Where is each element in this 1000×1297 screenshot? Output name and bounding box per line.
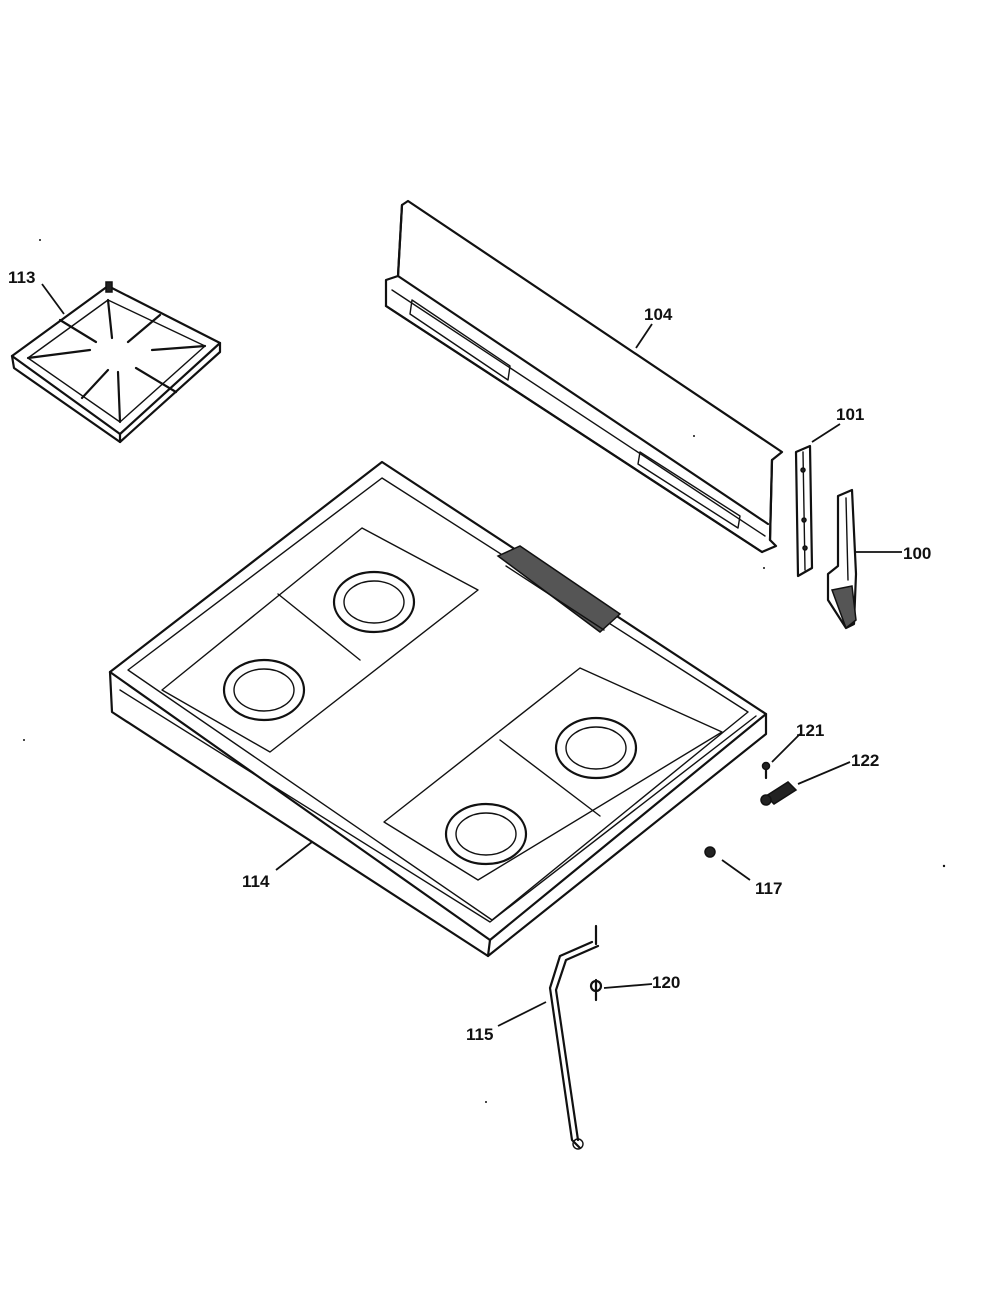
label-122: 122 xyxy=(851,751,879,770)
screw-121 xyxy=(761,761,771,780)
label-121: 121 xyxy=(796,721,824,740)
label-120: 120 xyxy=(652,973,680,992)
leader-lines xyxy=(41,283,902,1027)
label-113: 113 xyxy=(8,268,35,287)
bumper-117 xyxy=(704,846,716,858)
label-117: 117 xyxy=(755,879,782,898)
end-cap xyxy=(826,488,858,630)
label-101: 101 xyxy=(836,405,864,424)
cooktop xyxy=(108,460,768,958)
label-104: 104 xyxy=(644,305,673,324)
screw-120 xyxy=(589,924,603,1002)
label-100: 100 xyxy=(903,544,931,563)
scan-specks xyxy=(23,239,946,1103)
burner-grate xyxy=(10,281,222,444)
label-115: 115 xyxy=(466,1025,493,1044)
label-114: 114 xyxy=(242,872,270,891)
hinge-pin-122 xyxy=(760,781,798,806)
end-cap-bracket xyxy=(794,444,814,578)
backguard xyxy=(384,199,784,554)
support-rod xyxy=(548,940,600,1150)
callout-labels: 113 104 101 100 121 122 114 117 120 115 xyxy=(8,268,931,1044)
